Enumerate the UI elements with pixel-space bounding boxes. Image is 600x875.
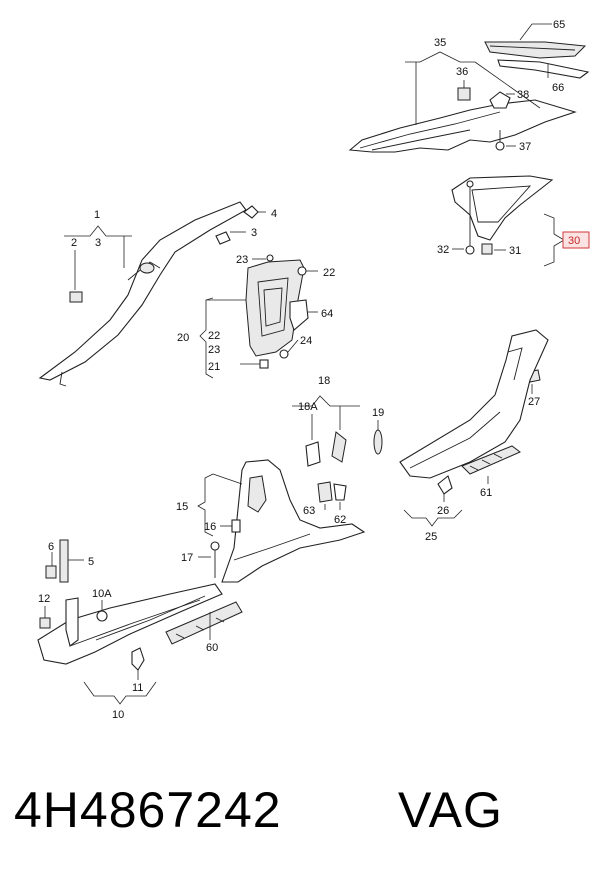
leader-lines-20 xyxy=(199,258,318,379)
callout-30: 30 xyxy=(568,235,580,247)
callout-62: 62 xyxy=(334,514,346,526)
callout-5: 5 xyxy=(88,556,94,568)
callout-1: 1 xyxy=(94,209,100,221)
callout-37: 37 xyxy=(519,141,531,153)
callout-20: 20 xyxy=(177,332,189,344)
leader-lines-35 xyxy=(405,23,552,147)
callout-10: 10 xyxy=(112,709,124,721)
callout-3b: 3 xyxy=(251,227,257,239)
leader-lines-25 xyxy=(403,476,489,527)
callout-21: 21 xyxy=(208,361,220,373)
callout-65: 65 xyxy=(553,19,565,31)
callout-11: 11 xyxy=(132,682,143,694)
callout-10a: 10A xyxy=(92,588,112,600)
callout-19: 19 xyxy=(372,407,384,419)
highlight-box-30 xyxy=(562,231,590,249)
leader-lines-18 xyxy=(292,384,533,440)
callout-66: 66 xyxy=(552,82,564,94)
callout-18a: 18A xyxy=(298,401,318,413)
b-pillar-upper-trim-20 xyxy=(245,254,309,369)
callout-64: 64 xyxy=(321,308,333,320)
callout-32: 32 xyxy=(437,244,449,256)
callout-24: 24 xyxy=(300,335,312,347)
callout-60: 60 xyxy=(206,642,218,654)
callout-16: 16 xyxy=(204,521,216,533)
callout-22b: 22 xyxy=(208,330,220,342)
trim-assembly-35 xyxy=(348,41,590,153)
leader-lines-10 xyxy=(44,552,211,705)
callout-18: 18 xyxy=(318,375,330,387)
callout-27: 27 xyxy=(528,396,540,408)
callout-6: 6 xyxy=(48,541,54,553)
leader-lines-15 xyxy=(197,473,341,558)
leader-lines-1 xyxy=(64,211,266,290)
callout-23a: 23 xyxy=(236,254,248,266)
callout-61: 61 xyxy=(480,487,492,499)
callout-12: 12 xyxy=(38,593,50,605)
callout-23b: 23 xyxy=(208,344,220,356)
callout-22a: 22 xyxy=(323,267,335,279)
a-pillar-trim-1 xyxy=(38,201,259,387)
parts-diagram: 65 35 36 38 66 37 30 32 31 1 2 xyxy=(37,19,590,721)
callout-17: 17 xyxy=(181,552,193,564)
callout-31: 31 xyxy=(509,245,521,257)
callout-2: 2 xyxy=(71,237,77,249)
callout-36: 36 xyxy=(456,66,468,78)
callout-35: 35 xyxy=(434,37,446,49)
callout-15: 15 xyxy=(176,501,188,513)
brand-name: VAG xyxy=(398,782,503,838)
part-number: 4H4867242 xyxy=(14,782,282,838)
b-pillar-lower-trim-15 xyxy=(210,459,366,583)
leader-lines-30 xyxy=(452,213,565,267)
callout-38: 38 xyxy=(517,89,529,101)
callout-26: 26 xyxy=(437,505,449,517)
callout-4: 4 xyxy=(271,208,277,220)
rear-sill-trim-25 xyxy=(399,329,549,495)
callout-63: 63 xyxy=(303,505,315,517)
footer: 4H4867242 VAG xyxy=(0,770,600,850)
callout-3a: 3 xyxy=(95,237,101,249)
window-trim-30 xyxy=(451,175,554,255)
front-sill-trim-10 xyxy=(37,539,243,671)
callout-25: 25 xyxy=(425,531,437,543)
